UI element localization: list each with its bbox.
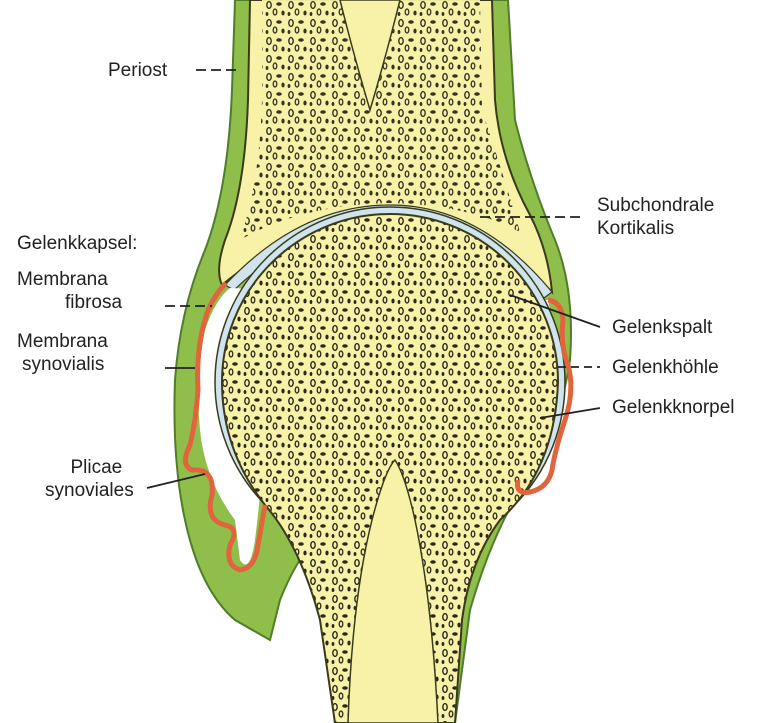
label-kortikalis-line1: Subchondrale [597,194,714,217]
label-plicae-line1: Plicae [45,456,134,479]
label-kortikalis-line2: Kortikalis [597,217,714,240]
label-membrana-synovialis: Membrana synovialis [17,330,108,376]
label-plicae-synoviales: Plicae synoviales [45,456,134,502]
label-membrana-fibrosa: Membrana fibrosa [17,268,122,314]
label-membrana-fibrosa-line2: fibrosa [17,291,122,314]
label-gelenkspalt: Gelenkspalt [612,316,712,339]
label-subchondrale-kortikalis: Subchondrale Kortikalis [597,194,714,240]
label-gelenkknorpel: Gelenkknorpel [612,396,735,419]
label-gelenkkapsel: Gelenkkapsel: [17,232,137,255]
label-plicae-line2: synoviales [45,479,134,502]
label-membrana-synovialis-line2: synovialis [17,353,108,376]
label-periost: Periost [108,59,167,82]
label-gelenkhoehle: Gelenkhöhle [612,356,719,379]
label-membrana-fibrosa-line1: Membrana [17,268,122,291]
label-membrana-synovialis-line1: Membrana [17,330,108,353]
